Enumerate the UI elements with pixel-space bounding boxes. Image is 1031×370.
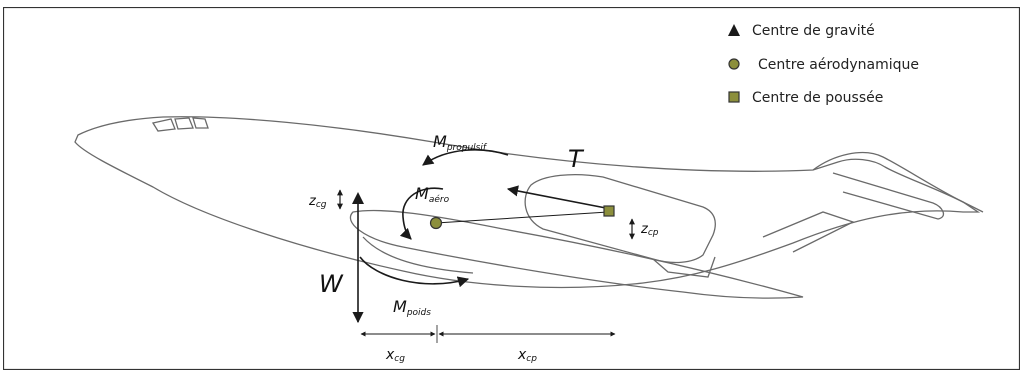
tail-strut (762, 211, 855, 253)
weight-moment-arrow (359, 256, 470, 288)
zcg-label: zcg (308, 194, 327, 210)
engine-pylon (652, 256, 716, 278)
engine-nacelle (524, 173, 716, 264)
aircraft-outline (74, 116, 984, 299)
xcp-label: xcp (517, 347, 537, 364)
weight-label: W (319, 270, 344, 298)
propulsive-moment-arrow (422, 149, 509, 166)
legend-cg-label: Centre de gravité (752, 23, 875, 39)
aircraft-moment-diagram: T W Mpropulsif Maéro Mpoids zcg zcp xcg … (3, 7, 1020, 370)
moment-poids-label: Mpoids (393, 297, 431, 318)
legend-cg-triangle-icon (728, 24, 740, 36)
thrust-vector (506, 185, 612, 210)
legend: Centre de gravité Centre aérodynamique C… (728, 23, 919, 106)
legend-cp-label: Centre de poussée (752, 90, 883, 106)
xcg-label: xcg (385, 347, 405, 364)
legend-cp-square-icon (728, 91, 740, 103)
legend-ca-circle-icon (728, 58, 740, 70)
diagram-frame: T W Mpropulsif Maéro Mpoids zcg zcp xcg … (3, 7, 1020, 370)
main-wing (349, 209, 804, 299)
legend-ca-label: Centre aérodynamique (758, 57, 919, 73)
cockpit-windows (151, 117, 209, 132)
moment-aero-label: Maéro (415, 184, 450, 205)
cg-ca-line (435, 211, 609, 224)
ca-circle-marker (429, 216, 443, 230)
aero-moment-arrow (399, 187, 444, 240)
vertical-fin (812, 151, 964, 203)
cg-triangle-marker (352, 192, 364, 204)
fuselage (74, 116, 981, 289)
cp-square-marker (603, 205, 615, 217)
thrust-label: T (568, 145, 585, 173)
zcp-label: zcp (640, 222, 659, 238)
wing-lower-edge (362, 236, 474, 274)
horizontal-stabilizer (832, 172, 945, 220)
moment-propulsif-label: Mpropulsif (433, 132, 488, 153)
